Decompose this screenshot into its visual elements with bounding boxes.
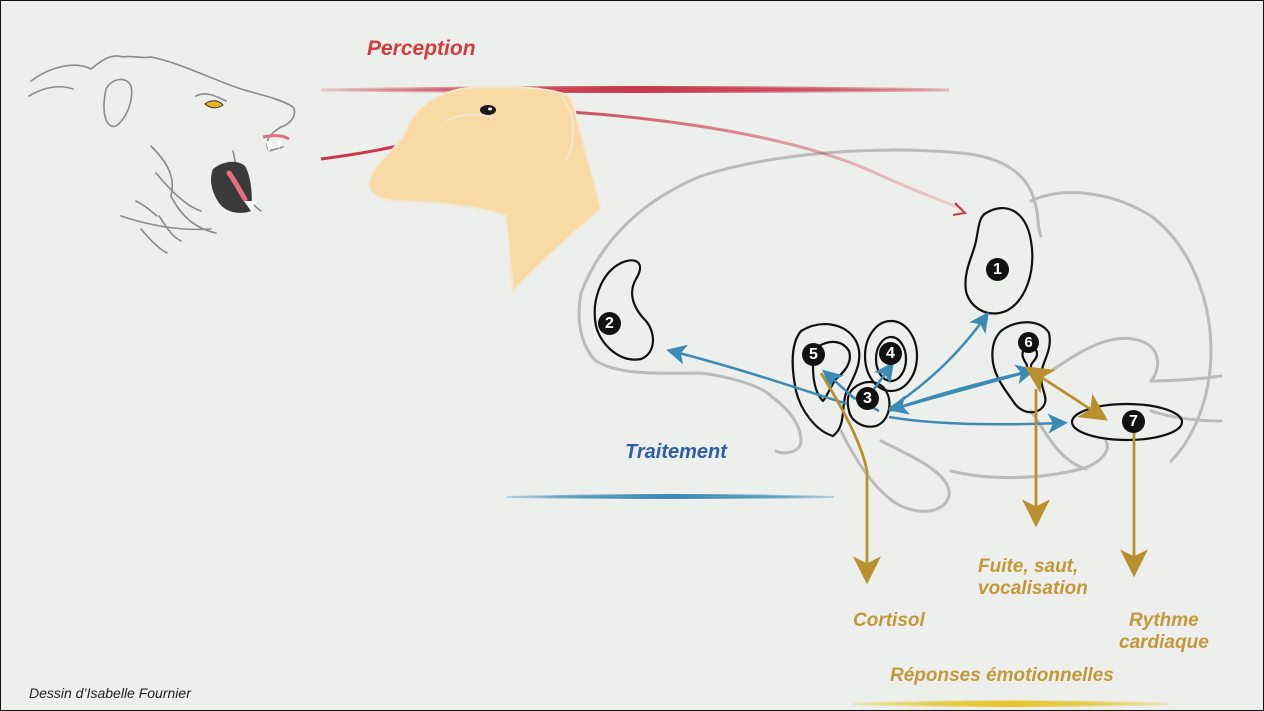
region-7-outline	[1070, 402, 1184, 442]
region-5-badge: 5	[802, 343, 825, 366]
perception-underline	[320, 86, 950, 93]
region-1-badge: 1	[986, 258, 1009, 281]
reponses-label: Réponses émotionnelles	[890, 665, 1114, 686]
traitement-underline	[506, 494, 835, 499]
credit-text: Dessin d’Isabelle Fournier	[29, 685, 191, 701]
fuite-label-line1: Fuite, saut,	[978, 556, 1079, 577]
response-arrows	[819, 366, 1148, 585]
region-2-badge: 2	[598, 312, 621, 335]
fuite-label-line2: vocalisation	[978, 578, 1088, 599]
perception-label: Perception	[367, 37, 476, 60]
region-3-badge: 3	[856, 387, 879, 410]
rythme-label: Rythme cardiaque	[1119, 610, 1209, 654]
region-4-outer	[863, 319, 919, 393]
wolf-mouth	[204, 100, 290, 213]
region-2-outline	[593, 259, 654, 361]
fuite-label: Fuite, saut, vocalisation	[978, 556, 1088, 600]
region-6-badge: 6	[1018, 332, 1039, 353]
cortisol-label: Cortisol	[853, 610, 925, 631]
sheep-brain-outline	[577, 148, 1223, 513]
rythme-label-line1: Rythme	[1129, 610, 1199, 631]
sheep-head-icon	[368, 85, 603, 294]
reponses-underline	[852, 700, 1170, 707]
brain-regions	[593, 207, 1184, 442]
region-4-badge: 4	[879, 342, 902, 365]
rythme-label-line2: cardiaque	[1119, 632, 1209, 653]
traitement-label: Traitement	[625, 441, 727, 463]
region-7-badge: 7	[1122, 410, 1145, 433]
wolf-head-icon	[28, 55, 296, 254]
processing-arrows	[666, 311, 1068, 434]
region-5-outer	[791, 323, 861, 438]
